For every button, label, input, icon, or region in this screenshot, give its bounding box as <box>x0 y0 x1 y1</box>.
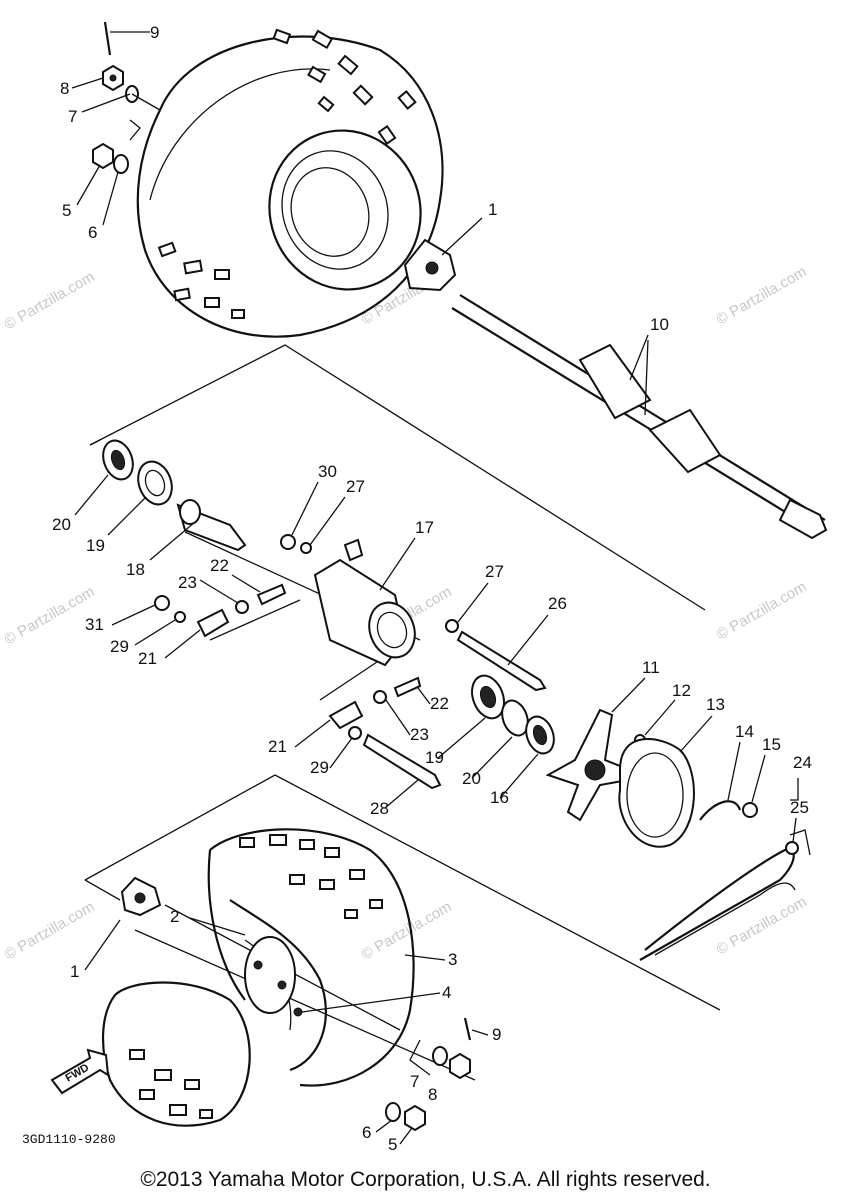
callout-21: 21 <box>268 737 287 756</box>
parts-diagram: © Partzilla.com © Partzilla.com © Partzi… <box>2 21 828 1154</box>
callout-13: 13 <box>706 695 725 714</box>
lock-washer-14 <box>699 800 742 821</box>
bottom-rim <box>229 899 327 1072</box>
callout-5: 5 <box>62 201 71 220</box>
nut-30 <box>280 534 296 550</box>
callout-11: 11 <box>642 658 660 677</box>
castle-nut-8b <box>449 1052 471 1080</box>
callout-20: 20 <box>52 515 71 534</box>
callouts: 9 8 7 5 6 1 10 20 19 18 30 27 17 23 22 3… <box>52 23 812 1154</box>
callout-23: 23 <box>410 725 429 744</box>
bolt-22b <box>393 676 422 698</box>
bottom-tire-tread <box>129 834 383 1119</box>
master-link-25 <box>785 841 799 855</box>
nut-5 <box>92 142 114 170</box>
callout-7: 7 <box>68 107 77 126</box>
washer-6b <box>385 1102 401 1122</box>
oil-seal-20b <box>501 699 529 737</box>
cotter-pin-9b <box>463 1017 472 1041</box>
callout-27: 27 <box>485 562 504 581</box>
callout-2: 2 <box>170 907 179 926</box>
diagram-code: 3GD1110-9280 <box>22 1132 116 1147</box>
middle-parts <box>102 439 555 790</box>
watermark: © Partzilla.com <box>2 583 98 648</box>
callout-15: 15 <box>762 735 781 754</box>
top-tire-tread <box>157 28 417 319</box>
callout-29: 29 <box>110 637 129 656</box>
callout-3: 3 <box>448 950 457 969</box>
callout-26: 26 <box>548 594 567 613</box>
callout-28: 28 <box>370 799 389 818</box>
washer-27a <box>300 542 312 554</box>
callout-8: 8 <box>60 79 69 98</box>
callout-19: 19 <box>425 748 444 767</box>
callout-17: 17 <box>415 518 434 537</box>
callout-7: 7 <box>410 1072 419 1091</box>
adjuster-21a <box>196 608 230 638</box>
callout-14: 14 <box>735 722 754 741</box>
drive-parts <box>545 708 811 961</box>
top-wheel-fasteners <box>71 21 161 226</box>
washer-29b <box>348 726 362 740</box>
nut-5b <box>404 1104 426 1132</box>
bolt-28 <box>362 733 442 790</box>
watermark: © Partzilla.com <box>2 898 98 963</box>
top-wheel-assembly <box>71 21 457 338</box>
washer-27b <box>445 619 459 633</box>
callout-31: 31 <box>85 615 104 634</box>
washer-29a <box>174 611 186 623</box>
watermark: © Partzilla.com <box>714 893 810 958</box>
adjuster-21b <box>328 700 364 730</box>
callout-10: 10 <box>650 315 669 334</box>
bottom-tire-outer <box>209 828 415 1087</box>
forward-arrow-icon: FWD <box>50 1048 110 1095</box>
callout-18: 18 <box>126 560 145 579</box>
watermark: © Partzilla.com <box>714 263 810 328</box>
callout-22: 22 <box>210 556 229 575</box>
nut-23a <box>235 600 249 614</box>
callout-9: 9 <box>150 23 159 42</box>
callout-27: 27 <box>346 477 365 496</box>
callout-6: 6 <box>88 223 97 242</box>
callout-6: 6 <box>362 1123 371 1142</box>
leader-lines <box>74 217 799 1145</box>
nut-23b <box>373 690 387 704</box>
bottom-wheel-assembly: FWD 3GD1110-9280 <box>22 828 472 1147</box>
stud-4 <box>293 1007 303 1017</box>
nut-15 <box>742 802 758 818</box>
nut-31 <box>154 595 170 611</box>
copyright-notice: ©2013 Yamaha Motor Corporation, U.S.A. A… <box>140 1168 711 1191</box>
bearing-19 <box>137 460 173 506</box>
callout-1: 1 <box>70 962 79 981</box>
callout-21: 21 <box>138 649 157 668</box>
callout-24: 24 <box>793 753 812 772</box>
assembly-guide-lines <box>84 344 721 1081</box>
washer-6 <box>113 154 129 174</box>
cotter-pin-9 <box>103 21 112 56</box>
top-rim <box>268 129 422 291</box>
washer-7b <box>432 1046 448 1066</box>
bolt-22a <box>256 583 287 606</box>
callout-30: 30 <box>318 462 337 481</box>
watermark: © Partzilla.com <box>714 578 810 643</box>
callout-8: 8 <box>428 1085 437 1104</box>
callout-9: 9 <box>492 1025 501 1044</box>
callout-29: 29 <box>310 758 329 777</box>
rear-axle-10 <box>451 294 828 540</box>
drive-chain-24 <box>639 847 795 961</box>
callout-5: 5 <box>388 1135 397 1154</box>
callout-19: 19 <box>86 536 105 555</box>
callout-22: 22 <box>430 694 449 713</box>
callout-23: 23 <box>178 573 197 592</box>
callout-1: 1 <box>488 200 497 219</box>
callout-12: 12 <box>672 681 691 700</box>
watermark: © Partzilla.com <box>2 268 98 333</box>
wheel-hub-plate <box>244 936 296 1014</box>
callout-25: 25 <box>790 798 809 817</box>
bolt-26 <box>456 630 547 692</box>
callout-4: 4 <box>442 983 451 1002</box>
